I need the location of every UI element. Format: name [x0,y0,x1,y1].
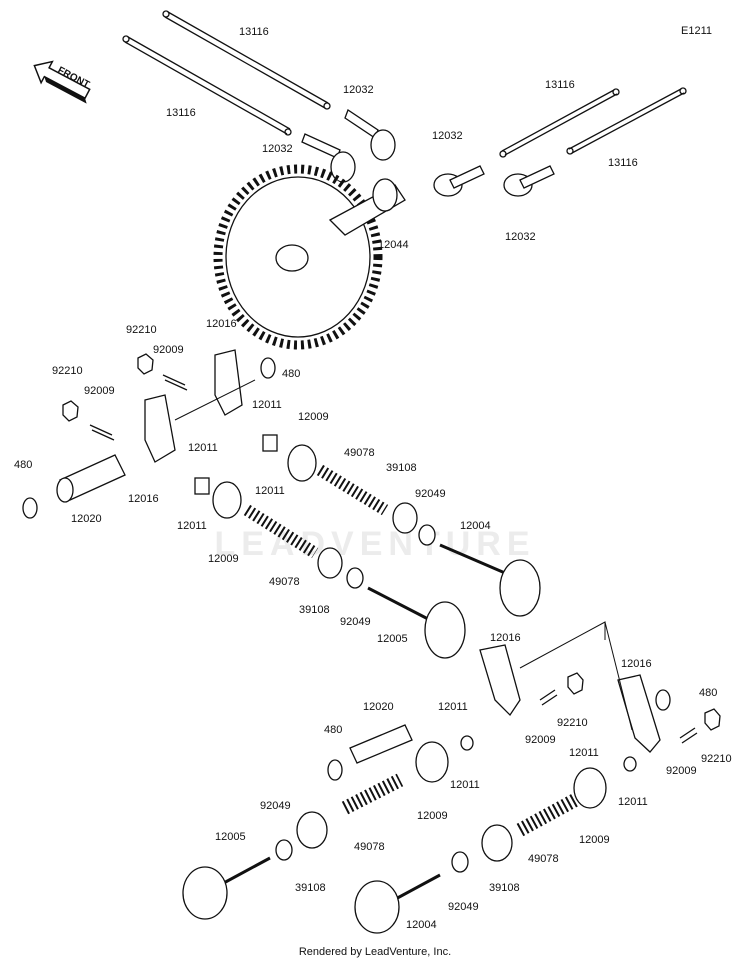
valve-spring-set-a [194,434,541,659]
cam-gear [213,164,406,350]
label-seat-a1: 12009 [298,411,329,423]
label-cap-c1: 12011 [438,701,468,713]
label-cap-d1: 12011 [569,747,599,759]
diagram-code: E1211 [681,25,712,37]
pushrod-pair-left [122,10,331,136]
label-seal-b2: 92049 [448,901,479,913]
label-cap-c2: 12011 [450,779,480,791]
label-seal-a2: 92049 [340,616,371,628]
label-cap-d2: 12011 [618,796,648,808]
label-cap-a1: 12011 [252,399,282,411]
label-seat-b2: 12009 [579,834,610,846]
footer-credit: Rendered by LeadVenture, Inc. [298,946,452,958]
part-labels: 13116 13116 13116 13116 12032 12032 1203… [14,26,732,931]
label-stud-a: 92009 [153,344,184,356]
front-arrow-icon [33,60,91,104]
label-nut-d: 92210 [701,753,732,765]
label-valve-a2: 12005 [377,633,408,645]
watermark: LEADVENTURE [214,525,535,563]
label-rocker-b: 12016 [128,493,159,505]
label-pushrod-a: 13116 [239,26,269,38]
label-rocker-d: 12016 [621,658,652,670]
label-retainer-a2: 39108 [299,604,330,616]
label-cap-b2: 12011 [177,520,207,532]
label-rocker-c: 12016 [490,632,521,644]
label-shaft-b: 12020 [363,701,394,713]
label-seat-a2: 12009 [208,553,239,565]
label-spring-b2: 49078 [528,853,559,865]
tappet-shapes [301,109,555,197]
valve-spring-set-b [182,741,607,934]
label-valve-b1: 12005 [215,831,246,843]
rocker-assembly-lower [327,644,721,781]
rocker-assembly-upper [22,349,276,519]
label-pushrod-c: 13116 [545,79,575,91]
label-pushrod-b: 13116 [166,107,196,119]
label-lifter-c: 12032 [432,130,463,142]
label-nut-c: 92210 [557,717,588,729]
label-valve-b2: 12004 [406,919,437,931]
label-spring-b1: 49078 [354,841,385,853]
label-circlip-d: 480 [324,724,342,736]
label-circlip-c: 480 [699,687,717,699]
label-seal-a1: 92049 [415,488,446,500]
label-rocker-a: 12016 [206,318,237,330]
label-spring-a2: 49078 [269,576,300,588]
label-shaft-a: 12020 [71,513,102,525]
label-circlip-b: 480 [14,459,32,471]
label-valve-a1: 12004 [460,520,491,532]
label-retainer-b1: 39108 [295,882,326,894]
connector-lines [174,379,633,731]
label-retainer-a1: 39108 [386,462,417,474]
label-nut-b: 92210 [52,365,83,377]
label-stud-c: 92009 [525,734,556,746]
label-circlip-a: 480 [282,368,300,380]
label-seat-b1: 12009 [417,810,448,822]
label-cap-a2: 12011 [255,485,285,497]
label-pushrod-d: 13116 [608,157,638,169]
label-cap-b1: 12011 [188,442,218,454]
label-retainer-b2: 39108 [489,882,520,894]
label-nut-a: 92210 [126,324,157,336]
label-stud-b: 92009 [84,385,115,397]
label-lifter-d: 12032 [505,231,536,243]
label-seal-b1: 92049 [260,800,291,812]
label-spring-a1: 49078 [344,447,375,459]
label-camshaft: 12044 [378,239,409,251]
label-lifter-b: 12032 [262,143,293,155]
label-lifter-a: 12032 [343,84,374,96]
pushrod-pair-right [499,87,687,158]
label-stud-d: 92009 [666,765,697,777]
